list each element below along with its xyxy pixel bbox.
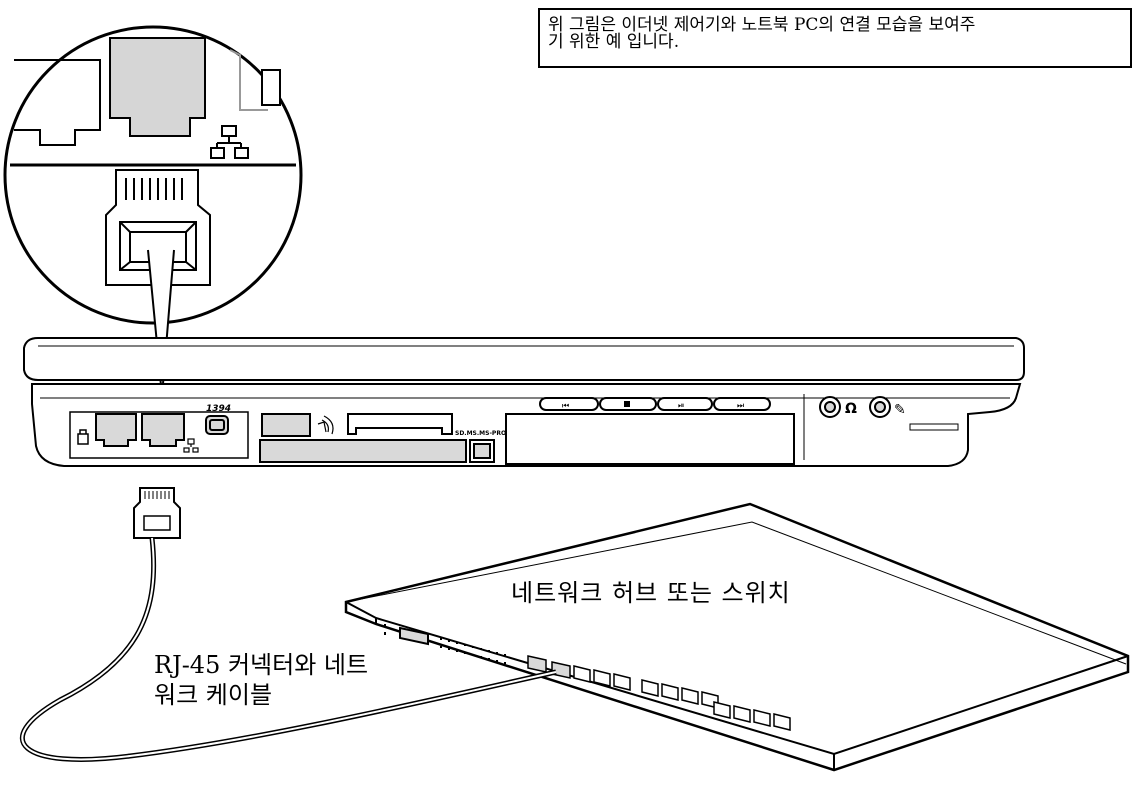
magnified-port-view <box>3 25 303 325</box>
lan-port-zoom <box>109 37 206 137</box>
media-stop-icon <box>624 401 630 407</box>
optical-drive-bay <box>505 413 795 465</box>
pcmcia-slot <box>259 439 467 463</box>
card-reader-slot <box>347 413 453 435</box>
hub-label: 네트워크 허브 또는 스위치 <box>511 579 791 607</box>
infrared-icon <box>317 415 334 435</box>
vent-dots <box>384 624 506 664</box>
media-buttons <box>539 397 771 411</box>
modem-icon <box>77 429 89 445</box>
cable-label-line-2: 워크 케이블 <box>154 681 273 709</box>
serial-port <box>399 626 429 646</box>
media-play-pause-icon: ⏯ <box>678 401 684 410</box>
cable-label: RJ-45 커넥터와 네트 워크 케이블 <box>154 650 368 710</box>
rj45-connector <box>133 487 181 539</box>
laptop-side-view <box>23 337 1025 467</box>
caption-line-1: 위 그림은 이더넷 제어기와 노트북 PC의 연결 모습을 보여주 <box>548 15 976 35</box>
microphone-icon: ✎ <box>894 402 906 418</box>
card-reader-label: SD.MS.MS-PRO <box>455 430 506 437</box>
hub-ports <box>527 655 791 731</box>
network-hub-switch <box>344 502 1130 772</box>
modem-port-zoom <box>14 59 101 146</box>
rj45-plug-zoom <box>105 169 211 286</box>
caption-line-2: 기 위한 예 입니다. <box>548 32 680 52</box>
network-icon <box>210 125 249 159</box>
media-previous-icon: ⏮ <box>562 401 569 410</box>
media-next-icon: ⏭ <box>737 401 744 410</box>
cable-label-line-1: RJ-45 커넥터와 네트 <box>154 651 369 679</box>
caption-box: 위 그림은 이더넷 제어기와 노트북 PC의 연결 모습을 보여주 기 위한 예… <box>538 8 1132 68</box>
network-icon-small <box>183 438 199 453</box>
headphone-icon: Ω <box>845 401 857 417</box>
firewire-label: 1394 <box>206 404 231 414</box>
